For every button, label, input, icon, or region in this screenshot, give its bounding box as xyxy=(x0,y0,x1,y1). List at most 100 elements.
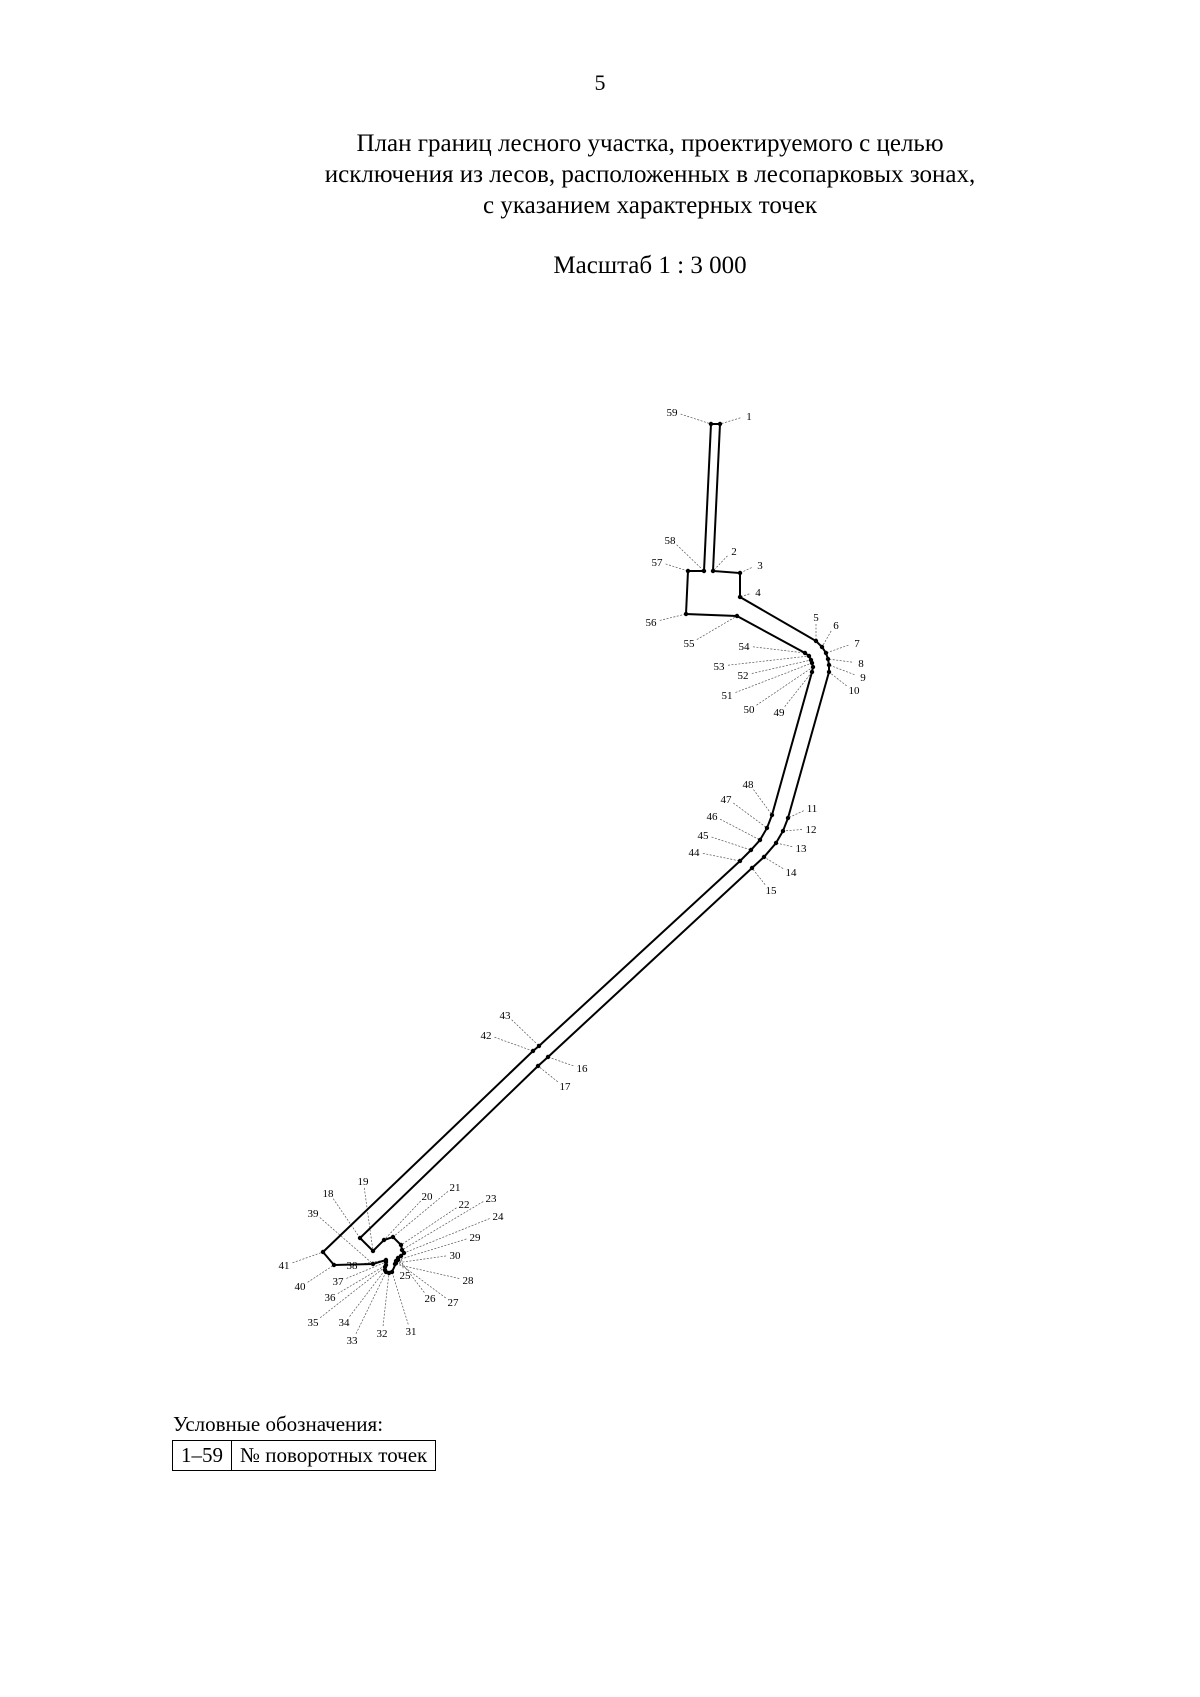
point-number-label: 34 xyxy=(339,1317,351,1329)
leader-line-49 xyxy=(784,671,813,707)
point-number-label: 25 xyxy=(400,1270,412,1282)
point-number-label: 8 xyxy=(858,658,864,670)
point-number-label: 46 xyxy=(707,811,719,823)
point-number-label: 24 xyxy=(493,1211,505,1223)
point-number-label: 3 xyxy=(757,560,763,572)
point-marker-52 xyxy=(808,657,814,663)
title-line-2: исключения из лесов, расположенных в лес… xyxy=(324,161,976,188)
leader-line-48 xyxy=(753,789,773,816)
point-number-label: 6 xyxy=(833,620,839,632)
leader-line-33 xyxy=(355,1271,387,1334)
point-number-label: 5 xyxy=(813,612,819,624)
point-marker-21 xyxy=(390,1234,396,1240)
point-number-label: 22 xyxy=(459,1199,470,1211)
point-marker-50 xyxy=(810,664,816,670)
point-number-label: 19 xyxy=(358,1176,370,1188)
leader-line-20 xyxy=(383,1200,421,1241)
point-marker-11 xyxy=(785,815,791,821)
leader-lines xyxy=(292,413,855,1334)
point-number-label: 7 xyxy=(854,638,860,650)
leader-line-24 xyxy=(403,1218,490,1254)
point-marker-56 xyxy=(683,611,689,617)
point-marker-48 xyxy=(769,812,775,818)
point-marker-18 xyxy=(357,1235,363,1241)
leader-line-26 xyxy=(397,1257,425,1293)
leader-line-43 xyxy=(511,1019,540,1047)
leader-line-15 xyxy=(751,867,766,885)
point-number-label: 48 xyxy=(743,779,755,791)
point-number-label: 14 xyxy=(786,867,798,879)
point-number-label: 43 xyxy=(500,1010,512,1022)
point-number-label: 57 xyxy=(652,557,664,569)
leader-line-52 xyxy=(751,659,812,674)
leader-line-1 xyxy=(719,417,741,425)
point-number-label: 12 xyxy=(806,824,817,836)
point-number-label: 35 xyxy=(308,1317,320,1329)
document-title: План границ лесного участка, проектируем… xyxy=(200,128,1100,221)
leader-line-6 xyxy=(821,630,832,648)
leader-line-21 xyxy=(392,1191,449,1238)
leader-line-7 xyxy=(825,644,849,654)
legend-title: Условные обозначения: xyxy=(173,1412,384,1436)
point-number-label: 54 xyxy=(739,641,751,653)
point-marker-45 xyxy=(748,847,754,853)
point-marker-14 xyxy=(761,854,767,860)
point-number-label: 47 xyxy=(721,794,733,806)
point-marker-57 xyxy=(685,568,691,574)
leader-line-28 xyxy=(394,1263,460,1279)
leader-line-59 xyxy=(680,413,712,425)
point-marker-2 xyxy=(710,568,716,574)
leader-line-31 xyxy=(391,1271,409,1325)
point-number-label: 39 xyxy=(308,1208,320,1220)
leader-line-14 xyxy=(763,856,784,869)
point-number-label: 27 xyxy=(448,1297,460,1309)
point-number-label: 28 xyxy=(463,1275,475,1287)
point-number-label: 17 xyxy=(560,1081,572,1093)
leader-line-45 xyxy=(711,836,752,851)
leader-line-23 xyxy=(401,1201,484,1251)
point-marker-55 xyxy=(734,613,740,619)
point-marker-15 xyxy=(749,865,755,871)
point-number-label: 4 xyxy=(755,587,761,599)
point-number-label: 50 xyxy=(744,704,756,716)
leader-line-44 xyxy=(702,853,741,862)
leader-line-42 xyxy=(494,1036,534,1052)
point-number-label: 49 xyxy=(774,707,786,719)
title-line-1: План границ лесного участка, проектируем… xyxy=(356,130,944,157)
point-number-label: 20 xyxy=(422,1191,434,1203)
page-number: 5 xyxy=(594,70,606,95)
leader-line-56 xyxy=(659,613,687,621)
leader-line-47 xyxy=(733,802,768,829)
leader-line-16 xyxy=(547,1056,574,1067)
point-number-label: 37 xyxy=(333,1276,345,1288)
leader-line-40 xyxy=(307,1264,335,1283)
scale-label: Масштаб 1 : 3 000 xyxy=(553,252,747,279)
point-number-label: 56 xyxy=(646,617,658,629)
point-marker-12 xyxy=(780,828,786,834)
point-marker-1 xyxy=(717,421,723,427)
point-number-label: 51 xyxy=(722,690,733,702)
point-marker-7 xyxy=(823,650,829,656)
point-number-label: 10 xyxy=(849,685,861,697)
point-marker-9 xyxy=(826,662,832,668)
point-number-label: 31 xyxy=(406,1326,417,1338)
leader-line-39 xyxy=(319,1217,374,1265)
point-number-label: 1 xyxy=(746,411,752,423)
leader-line-11 xyxy=(787,810,804,819)
leader-line-58 xyxy=(676,544,705,572)
point-number-label: 59 xyxy=(667,407,679,419)
point-number-label: 36 xyxy=(325,1292,337,1304)
point-marker-5 xyxy=(813,638,819,644)
point-marker-30 xyxy=(393,1260,399,1266)
point-marker-40 xyxy=(331,1262,337,1268)
point-number-label: 52 xyxy=(738,670,749,682)
leader-line-50 xyxy=(756,666,814,706)
point-marker-16 xyxy=(545,1054,551,1060)
leader-line-36 xyxy=(337,1264,387,1294)
leader-line-53 xyxy=(727,655,810,666)
point-marker-41 xyxy=(320,1249,326,1255)
leader-line-37 xyxy=(346,1261,387,1279)
point-marker-59 xyxy=(708,421,714,427)
legend-description: № поворотных точек xyxy=(230,1440,437,1471)
point-marker-10 xyxy=(826,669,832,675)
